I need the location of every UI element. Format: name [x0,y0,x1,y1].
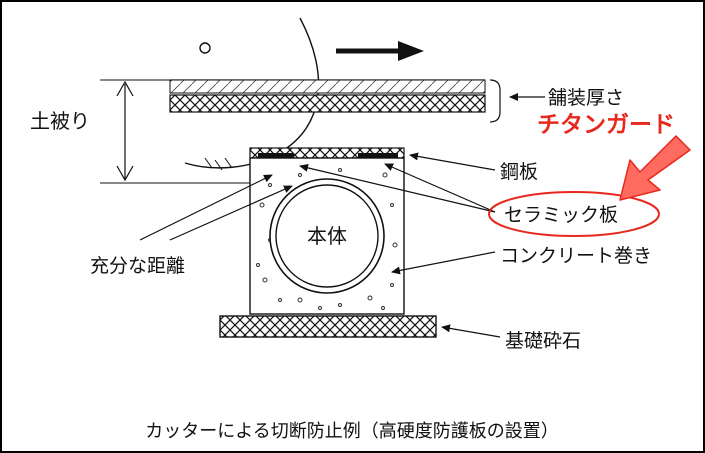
pavement-thickness-label: 舗装厚さ [548,87,624,109]
foundation-stone-label: 基礎砕石 [505,330,581,352]
down-left-arrow-icon [619,135,691,201]
steel-plate-pointer [409,152,496,171]
foundation-stone-layer [219,315,437,338]
pavement-base-layer [169,94,486,113]
pipe-body-inner [275,184,379,288]
cover-depth-label: 土被り [30,109,90,133]
distance-pointer-a [139,174,273,241]
ceramic-plate-right [358,153,398,159]
steel-plate-label: 鋼板 [500,161,538,183]
pavement-bracket [489,79,501,123]
figure-caption: カッターによる切断防止例（高硬度防護板の設置） [145,421,558,442]
ceramic-pointer-right [384,163,496,213]
ceramic-plate-label: セラミック板 [504,204,618,226]
sufficient-distance-label: 充分な距離 [90,255,185,277]
ceramic-pointer-left [299,163,496,213]
ceramic-highlight-ellipse [488,191,660,237]
concrete-pointer [391,251,496,275]
product-name-label: チタンガード [537,112,675,138]
blade-hub-icon [199,42,211,54]
right-arrow-icon [336,41,424,61]
distance-pointer-b [169,185,293,241]
ceramic-plate-left [258,153,294,159]
foundation-pointer [441,324,501,338]
blade-teeth [204,157,233,171]
body-label: 本体 [307,224,347,248]
pavement-top-layer [169,79,486,94]
concrete-wrap-label: コンクリート巻き [500,245,652,267]
